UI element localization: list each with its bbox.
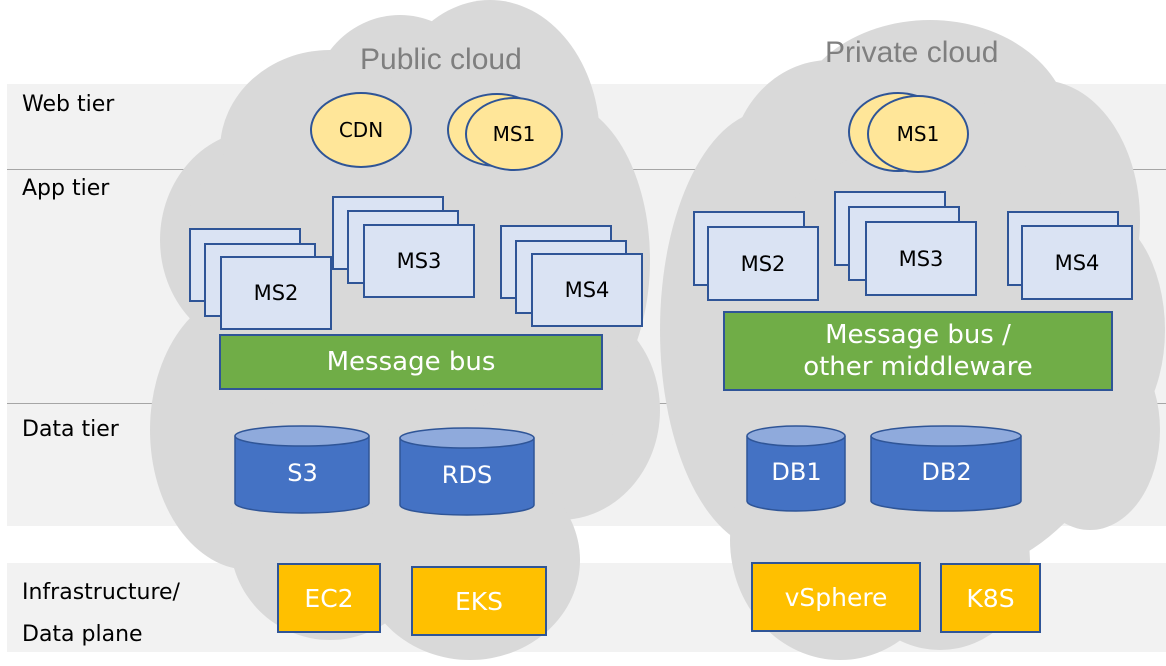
tier-label-data: Data tier: [22, 417, 119, 442]
public-cloud-title: Public cloud: [360, 43, 522, 76]
infra-eks[interactable]: EKS: [411, 566, 547, 636]
app-node-ms3[interactable]: MS3: [865, 221, 977, 296]
node-label: MS4: [564, 278, 610, 302]
database-db1[interactable]: DB1: [746, 425, 847, 513]
private-cloud-title: Private cloud: [825, 36, 999, 69]
node-label: MS1: [492, 122, 536, 146]
public-message-bus[interactable]: Message bus: [219, 334, 603, 390]
database-cylinder-icon: [870, 425, 1022, 512]
web-node-ms1[interactable]: MS1: [867, 95, 969, 173]
node-label: MS2: [740, 251, 786, 276]
database-label: S3: [287, 459, 318, 487]
infra-ec2[interactable]: EC2: [277, 563, 381, 633]
node-label: MS3: [898, 246, 944, 271]
database-cylinder-icon: [746, 425, 846, 512]
app-node-ms3[interactable]: MS3: [363, 224, 475, 298]
infra-k8s[interactable]: K8S: [940, 563, 1041, 633]
app-node-ms2[interactable]: MS2: [707, 226, 819, 301]
database-label: DB2: [921, 458, 972, 486]
database-cylinder-icon: [399, 427, 535, 516]
app-node-ms2[interactable]: MS2: [220, 256, 332, 330]
database-rds[interactable]: RDS: [399, 427, 535, 517]
node-label: MS3: [396, 249, 442, 273]
node-label: CDN: [338, 118, 384, 142]
tier-label-infra: Infrastructure/ Data plane: [22, 580, 180, 647]
tier-label-web: Web tier: [22, 92, 115, 117]
public-cloud-shape: [150, 0, 660, 660]
database-label: RDS: [441, 461, 493, 489]
web-node-cdn[interactable]: CDN: [310, 92, 412, 168]
node-label: MS1: [896, 122, 940, 146]
web-node-ms1[interactable]: MS1: [465, 97, 563, 171]
tier-label-app: App tier: [22, 176, 110, 201]
app-node-ms4[interactable]: MS4: [531, 253, 643, 327]
node-label: MS2: [253, 281, 299, 305]
database-cylinder-icon: [234, 425, 370, 514]
node-label: MS4: [1054, 250, 1100, 275]
database-s3[interactable]: S3: [234, 425, 371, 515]
infra-vsphere[interactable]: vSphere: [751, 562, 921, 632]
database-db2[interactable]: DB2: [870, 425, 1023, 513]
database-label: DB1: [771, 458, 822, 486]
app-node-ms4[interactable]: MS4: [1021, 225, 1133, 300]
private-message-bus[interactable]: Message bus / other middleware: [723, 311, 1113, 391]
